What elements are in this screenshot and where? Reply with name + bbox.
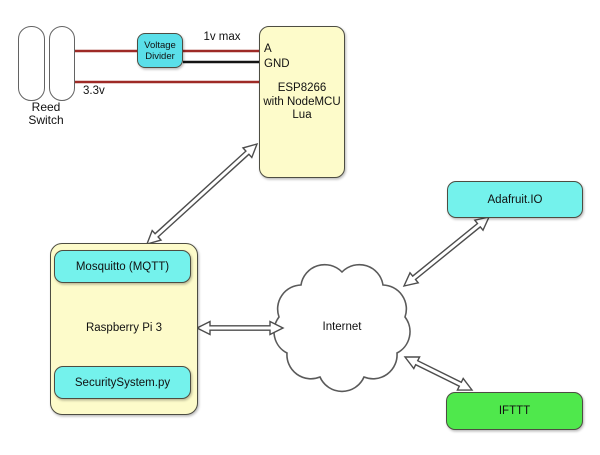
reed-switch-left-contact	[18, 26, 45, 101]
raspberry-pi-title: Raspberry Pi 3	[85, 322, 163, 334]
voltage-divider-label-line1: Voltage	[144, 39, 176, 51]
analog-max-label: 1v max	[203, 31, 241, 43]
arrow-raspberrypi-to-internet	[195, 320, 285, 336]
reed-switch-label-line1: Reed	[31, 100, 61, 114]
arrow-esp-to-raspberrypi	[145, 142, 259, 246]
mosquitto-mqtt-node: Mosquitto (MQTT)	[54, 250, 191, 283]
reed-switch-label-line2: Switch	[28, 113, 64, 127]
arrow-internet-to-ifttt	[403, 356, 474, 391]
ifttt-label: IFTTT	[498, 405, 531, 417]
reed-switch-right-contact	[49, 26, 75, 101]
adafruit-io-label: Adafruit.IO	[487, 193, 543, 206]
security-system-script-label: SecuritySystem.py	[74, 376, 171, 389]
esp8266-pin-ground-label: GND	[264, 58, 290, 70]
internet-cloud-shape	[273, 263, 411, 393]
voltage-divider-label-line2: Divider	[145, 50, 175, 62]
esp8266-title: ESP8266 with NodeMCU Lua	[259, 82, 345, 123]
reed-switch-label: Reed Switch	[16, 101, 76, 127]
voltage-divider-node: Voltage Divider	[137, 33, 183, 68]
mosquitto-mqtt-label: Mosquitto (MQTT)	[75, 260, 170, 273]
adafruit-io-node: Adafruit.IO	[447, 181, 583, 218]
esp8266-title-line3: Lua	[292, 109, 312, 121]
arrow-internet-to-adafruit	[402, 216, 491, 287]
ifttt-node: IFTTT	[446, 392, 583, 430]
esp8266-title-line2: with NodeMCU	[263, 95, 341, 108]
esp8266-node	[259, 26, 345, 178]
esp8266-pin-analog-label: A	[264, 43, 272, 55]
esp8266-title-line1: ESP8266	[277, 82, 327, 94]
internet-cloud-label: Internet	[322, 321, 362, 333]
supply-voltage-label: 3.3v	[83, 85, 105, 97]
security-system-script-node: SecuritySystem.py	[54, 366, 191, 399]
